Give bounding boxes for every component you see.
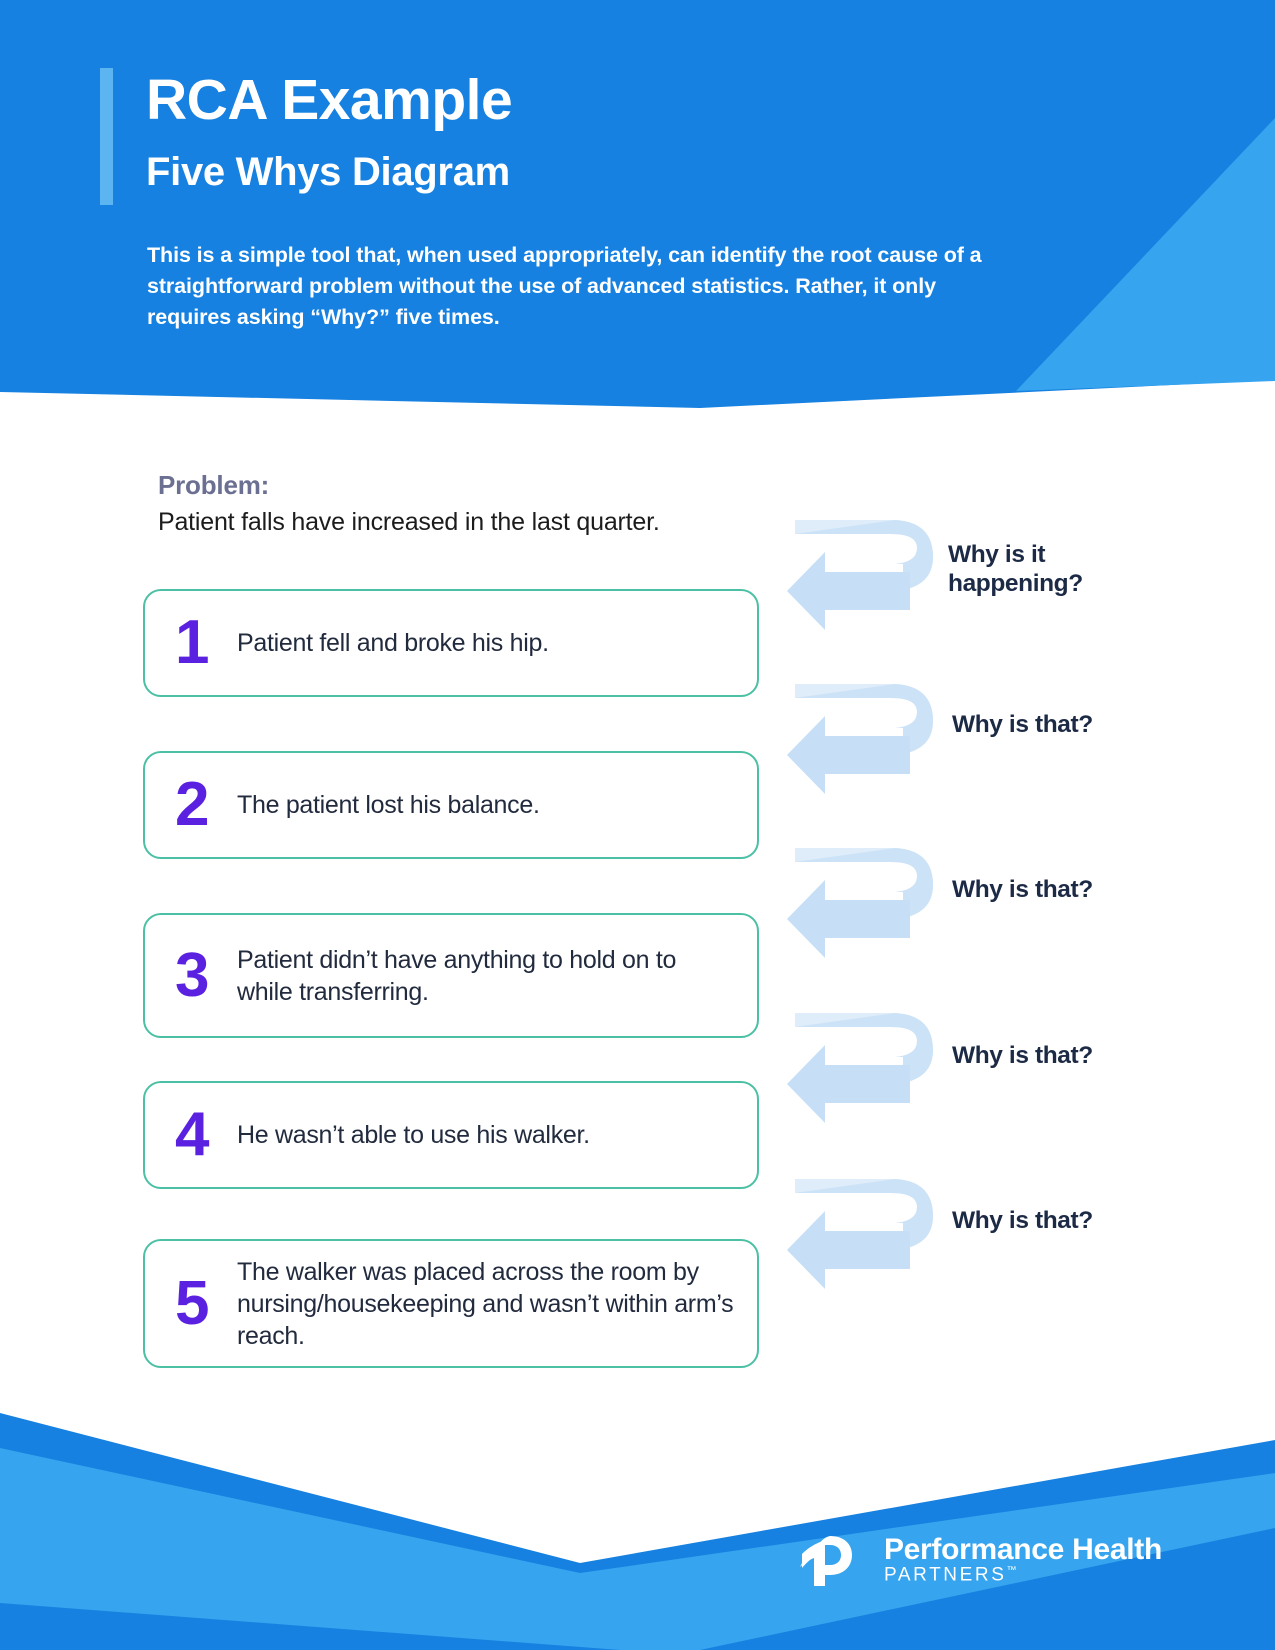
step-text-5: The walker was placed across the room by… (237, 1257, 734, 1350)
step-box-2: 2 The patient lost his balance. (143, 751, 759, 859)
logo-text-block: Performance Health PARTNERS™ (884, 1534, 1162, 1587)
footer-banner: Performance Health PARTNERS™ (0, 1385, 1275, 1650)
why-label-4: Why is that? (952, 1042, 1093, 1071)
step-box-1: 1 Patient fell and broke his hip. (143, 589, 759, 697)
step-box-5: 5 The walker was placed across the room … (143, 1239, 759, 1368)
step-box-3: 3 Patient didn’t have anything to hold o… (143, 913, 759, 1038)
curved-arrow-1 (785, 512, 935, 632)
step-number-2: 2 (175, 770, 209, 839)
curved-arrow-4 (785, 1005, 935, 1125)
title-accent-bar (100, 68, 113, 205)
why-label-5-line1: Why is that? (952, 1207, 1093, 1234)
why-label-1-line1: Why is it (948, 541, 1046, 568)
logo-partners-text: PARTNERS (883, 1564, 1007, 1586)
step-number-5: 5 (175, 1268, 209, 1338)
five-whys-steps: 1 Patient fell and broke his hip. 2 The … (143, 589, 759, 1368)
curved-arrow-5 (785, 1171, 935, 1291)
why-label-5: Why is that? (952, 1207, 1093, 1236)
company-logo: Performance Health PARTNERS™ (799, 1532, 1162, 1588)
logo-partners-line: PARTNERS™ (884, 1565, 1162, 1586)
page-subtitle: Five Whys Diagram (146, 150, 510, 194)
step-text-3: Patient didn’t have anything to hold on … (237, 945, 677, 1006)
why-label-3: Why is that? (952, 876, 1093, 905)
why-label-1: Why is it happening? (948, 541, 1083, 599)
trademark-symbol: ™ (1006, 1565, 1017, 1577)
step-number-4: 4 (175, 1100, 209, 1169)
why-label-1-line2: happening? (948, 569, 1083, 597)
page-title: RCA Example (146, 68, 513, 132)
swoosh-p-logo-icon (799, 1532, 862, 1588)
header-banner: RCA Example Five Whys Diagram This is a … (0, 0, 1275, 418)
why-label-2-line1: Why is that? (952, 711, 1093, 738)
curved-arrow-3 (785, 840, 935, 960)
why-label-2: Why is that? (952, 711, 1093, 740)
header-background-shape (0, 0, 1275, 408)
step-text-2: The patient lost his balance. (237, 791, 540, 819)
step-number-3: 3 (175, 940, 209, 1010)
logo-company-name: Performance Health (883, 1532, 1162, 1566)
why-label-3-line1: Why is that? (952, 876, 1093, 903)
step-text-1: Patient fell and broke his hip. (237, 629, 549, 657)
step-text-4: He wasn’t able to use his walker. (237, 1121, 590, 1149)
why-label-4-line1: Why is that? (952, 1042, 1093, 1069)
step-box-4: 4 He wasn’t able to use his walker. (143, 1081, 759, 1189)
header-description: This is a simple tool that, when used ap… (147, 243, 982, 329)
curved-arrow-2 (785, 676, 935, 796)
step-number-1: 1 (175, 608, 209, 677)
problem-statement: Patient falls have increased in the last… (158, 508, 660, 536)
problem-label: Problem: (158, 470, 270, 500)
